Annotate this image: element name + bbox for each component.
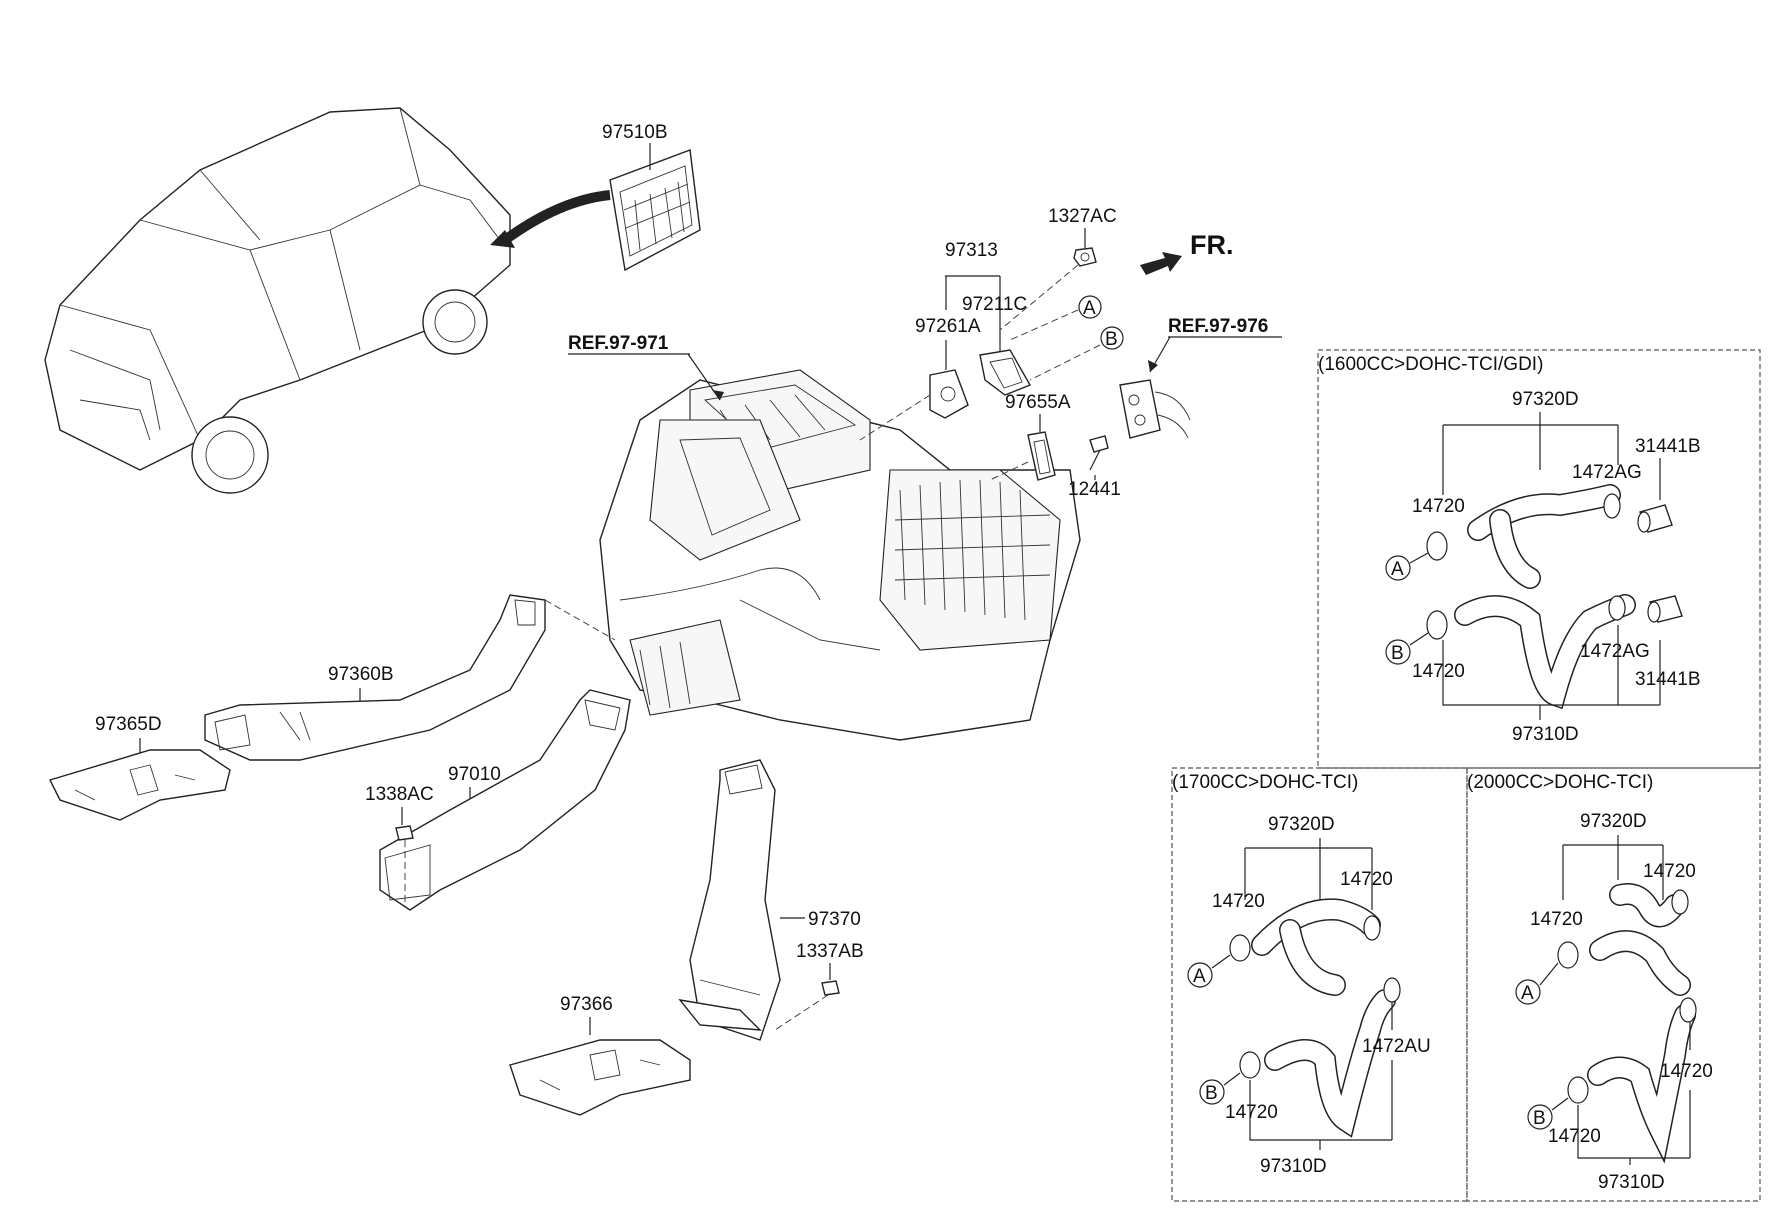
b2000-clamp-3-label: 14720 — [1660, 1061, 1713, 1082]
b1600-connector-a-label: A — [1391, 559, 1404, 580]
b1600-clamp-2-label: 14720 — [1412, 661, 1465, 682]
connector-a-marker — [1078, 295, 1102, 319]
ref-97-971: REF.97-971 — [568, 333, 669, 354]
b1700-connector-a — [1187, 962, 1213, 988]
b1600-sensor-2-label: 31441B — [1635, 669, 1701, 690]
vehicle-illustration — [44, 107, 611, 494]
gasket-97211C — [979, 349, 1032, 396]
b2000-clamp-a — [1557, 941, 1579, 969]
b1700-clamp-2-label: 14720 — [1340, 869, 1393, 890]
rear-duct-97360B — [204, 594, 546, 761]
ref-97-976: REF.97-976 — [1168, 316, 1268, 337]
label-97261A: 97261A — [915, 316, 981, 337]
b1600-clamp-b — [1426, 610, 1448, 640]
heater-unit-assembly — [599, 369, 1081, 741]
b1700-clamp-upper-right — [1363, 915, 1381, 941]
floor-duct-97365D — [49, 749, 231, 821]
b1600-sensor-1 — [1637, 504, 1673, 533]
b1700-connector-b-label: B — [1205, 1083, 1218, 1104]
center-duct-97010 — [379, 689, 631, 911]
b1700-lower-hose-label: 97310D — [1260, 1156, 1327, 1177]
connector-a-label: A — [1083, 298, 1096, 319]
label-1338AC: 1338AC — [365, 784, 434, 805]
b2000-clamp-4-label: 14720 — [1548, 1126, 1601, 1147]
air-extractor-vent-97510B — [609, 149, 701, 272]
b1600-upper-hose — [1467, 484, 1621, 589]
b1700-clamp-a — [1229, 934, 1251, 962]
connector-b-label: B — [1105, 329, 1118, 350]
b2000-clamp-upper-right — [1671, 889, 1689, 915]
label-97010: 97010 — [448, 764, 501, 785]
bolt-12441 — [1089, 435, 1109, 471]
b1700-clip-1-label: 1472AU — [1362, 1036, 1431, 1057]
b1600-clip-1 — [1603, 493, 1621, 519]
b2000-upper-hose — [1589, 883, 1691, 996]
b1600-clamp-1-label: 14720 — [1412, 496, 1465, 517]
nut-1338AC — [395, 825, 414, 841]
b1600-lower-hose-label: 97310D — [1512, 724, 1579, 745]
label-97510B: 97510B — [602, 122, 668, 143]
b1700-clamp-3-label: 14720 — [1225, 1102, 1278, 1123]
b2000-connector-a — [1515, 979, 1541, 1005]
nut-1337AB — [821, 980, 840, 996]
b1700-lower-hose — [1264, 989, 1396, 1138]
floor-duct-97366 — [509, 1039, 691, 1116]
b1600-clamp-a — [1426, 531, 1448, 561]
label-97365D: 97365D — [95, 714, 162, 735]
label-97366: 97366 — [560, 994, 613, 1015]
b1700-connector-a-label: A — [1193, 966, 1206, 987]
label-1327AC: 1327AC — [1048, 206, 1117, 227]
b2000-lower-hose — [1587, 1004, 1696, 1164]
b2000-clamp-1-label: 14720 — [1530, 909, 1583, 930]
b2000-connector-b — [1527, 1104, 1553, 1130]
front-direction-arrow — [1140, 252, 1182, 275]
header-1700cc: (1700CC>DOHC-TCI) — [1172, 772, 1358, 793]
variant-box-2000cc — [1466, 767, 1761, 1202]
b2000-lower-hose-label: 97310D — [1598, 1172, 1665, 1193]
b1600-connector-b-label: B — [1391, 643, 1404, 664]
gasket-97261A — [929, 369, 969, 419]
b1700-upper-hose — [1251, 898, 1381, 996]
label-97360B: 97360B — [328, 664, 394, 685]
b2000-connector-b-label: B — [1533, 1108, 1546, 1129]
label-97313: 97313 — [945, 240, 998, 261]
gasket-97655A — [1027, 431, 1056, 481]
b1600-lower-hose — [1454, 594, 1636, 710]
b1700-clamp-1-label: 14720 — [1212, 891, 1265, 912]
b1600-sensor-1-label: 31441B — [1635, 436, 1701, 457]
b1600-clip-1-label: 1472AG — [1572, 462, 1642, 483]
b1600-connector-a — [1385, 555, 1411, 581]
b1700-upper-hose-label: 97320D — [1268, 814, 1335, 835]
b1600-connector-b — [1385, 639, 1411, 665]
header-2000cc: (2000CC>DOHC-TCI) — [1467, 772, 1653, 793]
label-97211C: 97211C — [962, 294, 1027, 315]
b2000-clamp-2-label: 14720 — [1643, 861, 1696, 882]
b2000-clamp-b — [1567, 1076, 1589, 1104]
b1600-clip-2 — [1608, 595, 1626, 621]
connector-b-marker — [1100, 326, 1124, 350]
expansion-valve-block — [1119, 379, 1191, 439]
b2000-upper-hose-label: 97320D — [1580, 811, 1647, 832]
b1600-upper-hose-label: 97320D — [1512, 389, 1579, 410]
b2000-connector-a-label: A — [1521, 983, 1534, 1004]
header-1600cc: (1600CC>DOHC-TCI/GDI) — [1318, 354, 1543, 375]
rear-duct-97370 — [689, 759, 781, 1041]
label-12441: 12441 — [1068, 479, 1121, 500]
b1600-sensor-2 — [1647, 595, 1683, 623]
b1700-connector-b — [1199, 1079, 1225, 1105]
label-1337AB: 1337AB — [796, 941, 864, 962]
variant-box-1700cc — [1171, 767, 1468, 1202]
b1700-clamp-b — [1239, 1051, 1261, 1079]
front-marker: FR. — [1190, 230, 1234, 260]
b2000-clamp-right — [1679, 997, 1697, 1023]
b1700-clip-1 — [1383, 977, 1401, 1003]
foot-duct-outlet — [678, 999, 762, 1031]
label-97370: 97370 — [808, 909, 861, 930]
b1600-clip-2-label: 1472AG — [1580, 641, 1650, 662]
label-97655A: 97655A — [1005, 392, 1071, 413]
nut-1327AC — [1073, 247, 1097, 267]
